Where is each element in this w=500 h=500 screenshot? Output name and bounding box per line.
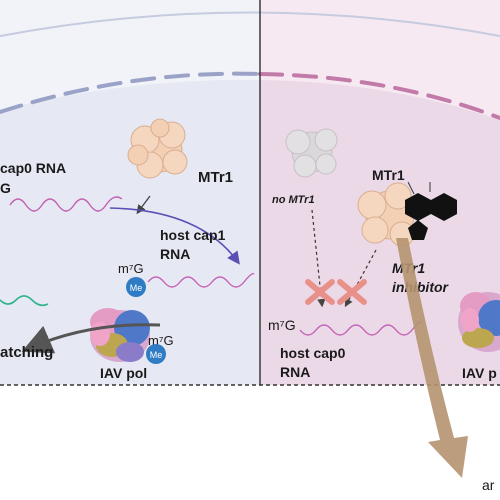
block-cross-icon [305, 279, 335, 305]
methyl-group-icon: Me [126, 277, 146, 297]
cap0-rna-strand [9, 196, 123, 212]
host-cap1-rna-label: RNA [160, 246, 190, 262]
cap0-g-label: G [0, 180, 11, 196]
mtr1-protein-icon [357, 182, 415, 247]
mtr1-label-left: MTr1 [198, 169, 233, 186]
inhibitor-molecule-icon [405, 181, 457, 240]
host-cap0-rna-label: RNA [280, 364, 310, 380]
mtr1-label-right: MTr1 [372, 167, 405, 183]
m7g-right-label: m⁷G [268, 317, 296, 333]
svg-text:Me: Me [150, 350, 163, 360]
host-cap0-rna-strand [299, 320, 423, 336]
snatching-label: atching [0, 344, 53, 361]
m7g-upper-label: m⁷G [118, 261, 144, 276]
mtr1-action-arrow [136, 195, 151, 215]
mtr1-protein-icon [127, 118, 188, 179]
iav-pol-label-left: IAV pol [100, 365, 147, 381]
no-mtr1-label: no MTr1 [272, 194, 315, 206]
snatched-rna-fragment [0, 295, 49, 307]
cap-snatching-arrow [21, 323, 161, 354]
blocked-arrow-2 [344, 249, 377, 308]
iav-polymerase-icon [458, 292, 500, 352]
absent-mtr1-icon [285, 128, 338, 178]
host-cap1-label: host cap1 [160, 227, 226, 243]
downstream-effect-arrow [396, 238, 468, 478]
cap0-rna-label: cap0 RNA [0, 160, 66, 176]
block-cross-icon [337, 279, 367, 305]
inhibitor-label-line2: inhibitor [392, 279, 450, 295]
methylation-arrow [109, 207, 240, 265]
iav-pol-label-right: IAV p [462, 365, 497, 381]
bottom-partial-label: ar [482, 477, 495, 493]
iav-polymerase-icon [90, 308, 150, 362]
left-nucleus [0, 79, 260, 385]
svg-text:Me: Me [130, 283, 143, 293]
nuclear-envelope-right [258, 72, 500, 120]
methyl-group-icon: Me [146, 344, 166, 364]
nuclear-envelope-left [0, 71, 262, 114]
host-cap1-rna-strand [147, 272, 255, 288]
host-cap0-label: host cap0 [280, 345, 346, 361]
cell-membrane [0, 11, 500, 38]
